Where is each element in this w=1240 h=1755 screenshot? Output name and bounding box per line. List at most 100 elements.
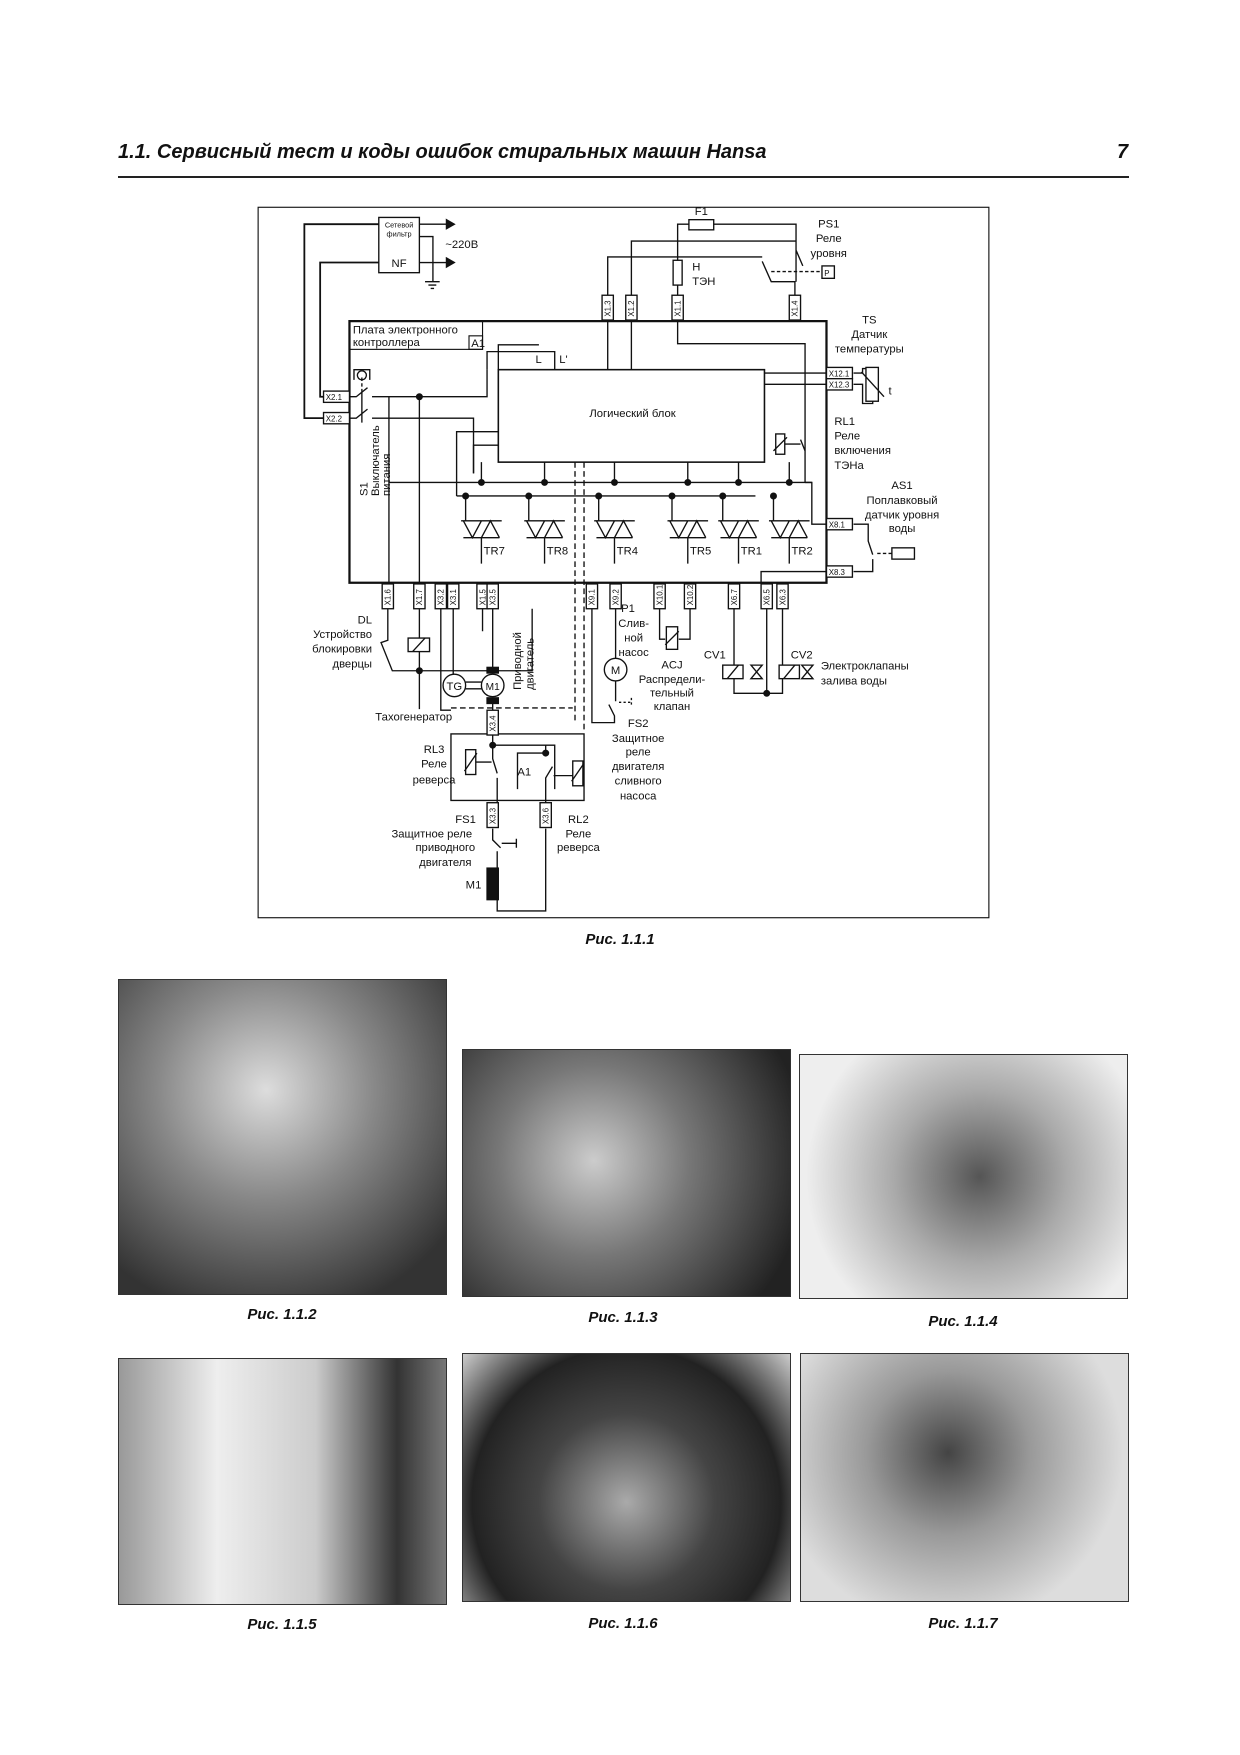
connector-terminal: X3.5 xyxy=(486,583,500,610)
fs2-label: реле xyxy=(626,746,651,758)
cv2-label: CV2 xyxy=(791,649,813,661)
photo-valves xyxy=(118,979,447,1295)
connector-label: X2.2 xyxy=(326,415,342,424)
as1-label: воды xyxy=(889,523,916,535)
figure-caption: Рис. 1.1.7 xyxy=(928,1615,998,1632)
s1-label: питания xyxy=(381,454,393,496)
fs1-label: двигателя xyxy=(419,857,471,869)
figure-caption: Рис. 1.1.5 xyxy=(247,1616,317,1633)
f1-label: F1 xyxy=(695,206,708,218)
connector-terminal: X3.4 xyxy=(486,709,500,736)
figure-caption: Рис. 1.1.6 xyxy=(588,1615,658,1632)
connector-terminal: X9.2 xyxy=(609,583,622,610)
as1-label: Поплавковый xyxy=(867,495,938,507)
fuse-f1 xyxy=(688,219,715,231)
connector-terminal: X3.2 xyxy=(434,583,448,610)
connector-label: X10.1 xyxy=(655,585,664,606)
connector-terminal: X1.4 xyxy=(788,294,802,321)
p1-label: ной xyxy=(624,632,643,644)
connector-label: X1.3 xyxy=(604,300,613,317)
dl-label: Устройство xyxy=(313,629,372,641)
fs2-label: сливного xyxy=(615,776,662,788)
connector-terminal: X12.3 xyxy=(825,378,854,391)
connector-label: X9.1 xyxy=(588,589,597,605)
connector-terminal: X6.5 xyxy=(760,583,774,610)
tg-label: TG xyxy=(447,681,463,693)
connector-terminal: X2.2 xyxy=(322,411,351,425)
tacho-label: Тахогенератор xyxy=(375,711,452,723)
drive-motor xyxy=(480,673,505,698)
ts-label: Датчик xyxy=(851,329,887,341)
acj-label: тельный xyxy=(650,688,694,700)
rl2-label: Реле xyxy=(566,829,592,841)
triac-label: TR7 xyxy=(484,546,505,558)
connector-label: X2.1 xyxy=(326,393,342,402)
l-label: L xyxy=(536,354,542,366)
heater-label: ТЭН xyxy=(692,276,715,288)
triac-label: TR1 xyxy=(741,546,762,558)
connector-terminal: X1.2 xyxy=(625,294,638,321)
connector-label: X6.3 xyxy=(778,589,787,606)
connector-label: X12.1 xyxy=(829,369,850,378)
m1-coil-label: M1 xyxy=(466,879,482,891)
network-filter: Сетевой фильтр NF ~220В xyxy=(378,216,478,290)
filter-label: фильтр xyxy=(387,230,412,239)
heater-label: H xyxy=(692,261,700,273)
rl3-label: RL3 xyxy=(424,744,445,756)
as1-label: AS1 xyxy=(891,480,912,492)
triac-tr2: TR2 xyxy=(768,462,813,564)
figure-caption: Рис. 1.1.1 xyxy=(585,931,655,948)
connector-terminal: X2.1 xyxy=(322,390,351,404)
fs2-label: двигателя xyxy=(612,761,664,773)
connector-label: X8.1 xyxy=(829,521,845,530)
fs1-label: приводного xyxy=(415,842,475,854)
connector-terminal: X1.6 xyxy=(381,583,395,610)
triac-label: TR4 xyxy=(617,546,638,558)
acj-label: Распредели- xyxy=(639,674,706,686)
tacho-generator xyxy=(442,673,467,698)
connector-label: X9.2 xyxy=(611,589,620,605)
t-label: t xyxy=(889,385,893,397)
connector-terminal: X6.3 xyxy=(776,583,789,610)
arrow-icon xyxy=(445,218,456,269)
valves-label: Электроклапаны xyxy=(821,661,909,673)
connector-label: X1.5 xyxy=(478,589,487,606)
wiring-diagram: Сетевой фильтр NF ~220В Плата электронно… xyxy=(257,206,990,919)
connector-label: X3.5 xyxy=(489,589,498,606)
connector-label: X3.3 xyxy=(489,807,498,824)
heater-resistor xyxy=(672,259,683,286)
connector-terminal: X8.3 xyxy=(825,565,854,578)
page-header-title: 1.1. Сервисный тест и коды ошибок стирал… xyxy=(118,141,767,163)
photo-motor xyxy=(462,1353,791,1602)
fs1-label: Защитное реле xyxy=(391,829,472,841)
figure-caption: Рис. 1.1.2 xyxy=(247,1306,317,1323)
rl1-label: RL1 xyxy=(834,416,855,428)
s1-label: Выключатель xyxy=(370,425,382,496)
connector-label: X3.6 xyxy=(542,807,551,824)
figure-caption: Рис. 1.1.4 xyxy=(928,1313,998,1330)
logic-block xyxy=(497,368,766,463)
ts-label: температуры xyxy=(835,344,904,356)
rl1-label: ТЭНа xyxy=(834,460,864,472)
connector-label: X12.3 xyxy=(829,381,850,390)
ps1-label: уровня xyxy=(811,248,847,260)
reverse-relay-box xyxy=(450,733,585,802)
board-label: Плата электронного xyxy=(353,325,458,337)
connector-terminal: X1.7 xyxy=(413,583,426,610)
triac-label: TR5 xyxy=(690,546,711,558)
p-label: P xyxy=(824,269,829,278)
dl-label: блокировки xyxy=(312,644,372,656)
motor-label: двигатель xyxy=(524,638,536,690)
cv1-label: CV1 xyxy=(704,649,726,661)
logic-block-label: Логический блок xyxy=(589,408,675,420)
photo-tank xyxy=(118,1358,447,1605)
relay-a1-label: A1 xyxy=(517,767,531,779)
connector-terminal: X3.3 xyxy=(486,802,500,829)
dl-label: дверцы xyxy=(333,658,373,670)
page-number: 7 xyxy=(1117,141,1129,163)
m1-winding xyxy=(486,867,500,901)
board-label: контроллера xyxy=(353,337,421,349)
connector-label: X1.6 xyxy=(384,589,393,606)
header-divider xyxy=(118,176,1129,178)
ps1-label: PS1 xyxy=(818,219,839,231)
